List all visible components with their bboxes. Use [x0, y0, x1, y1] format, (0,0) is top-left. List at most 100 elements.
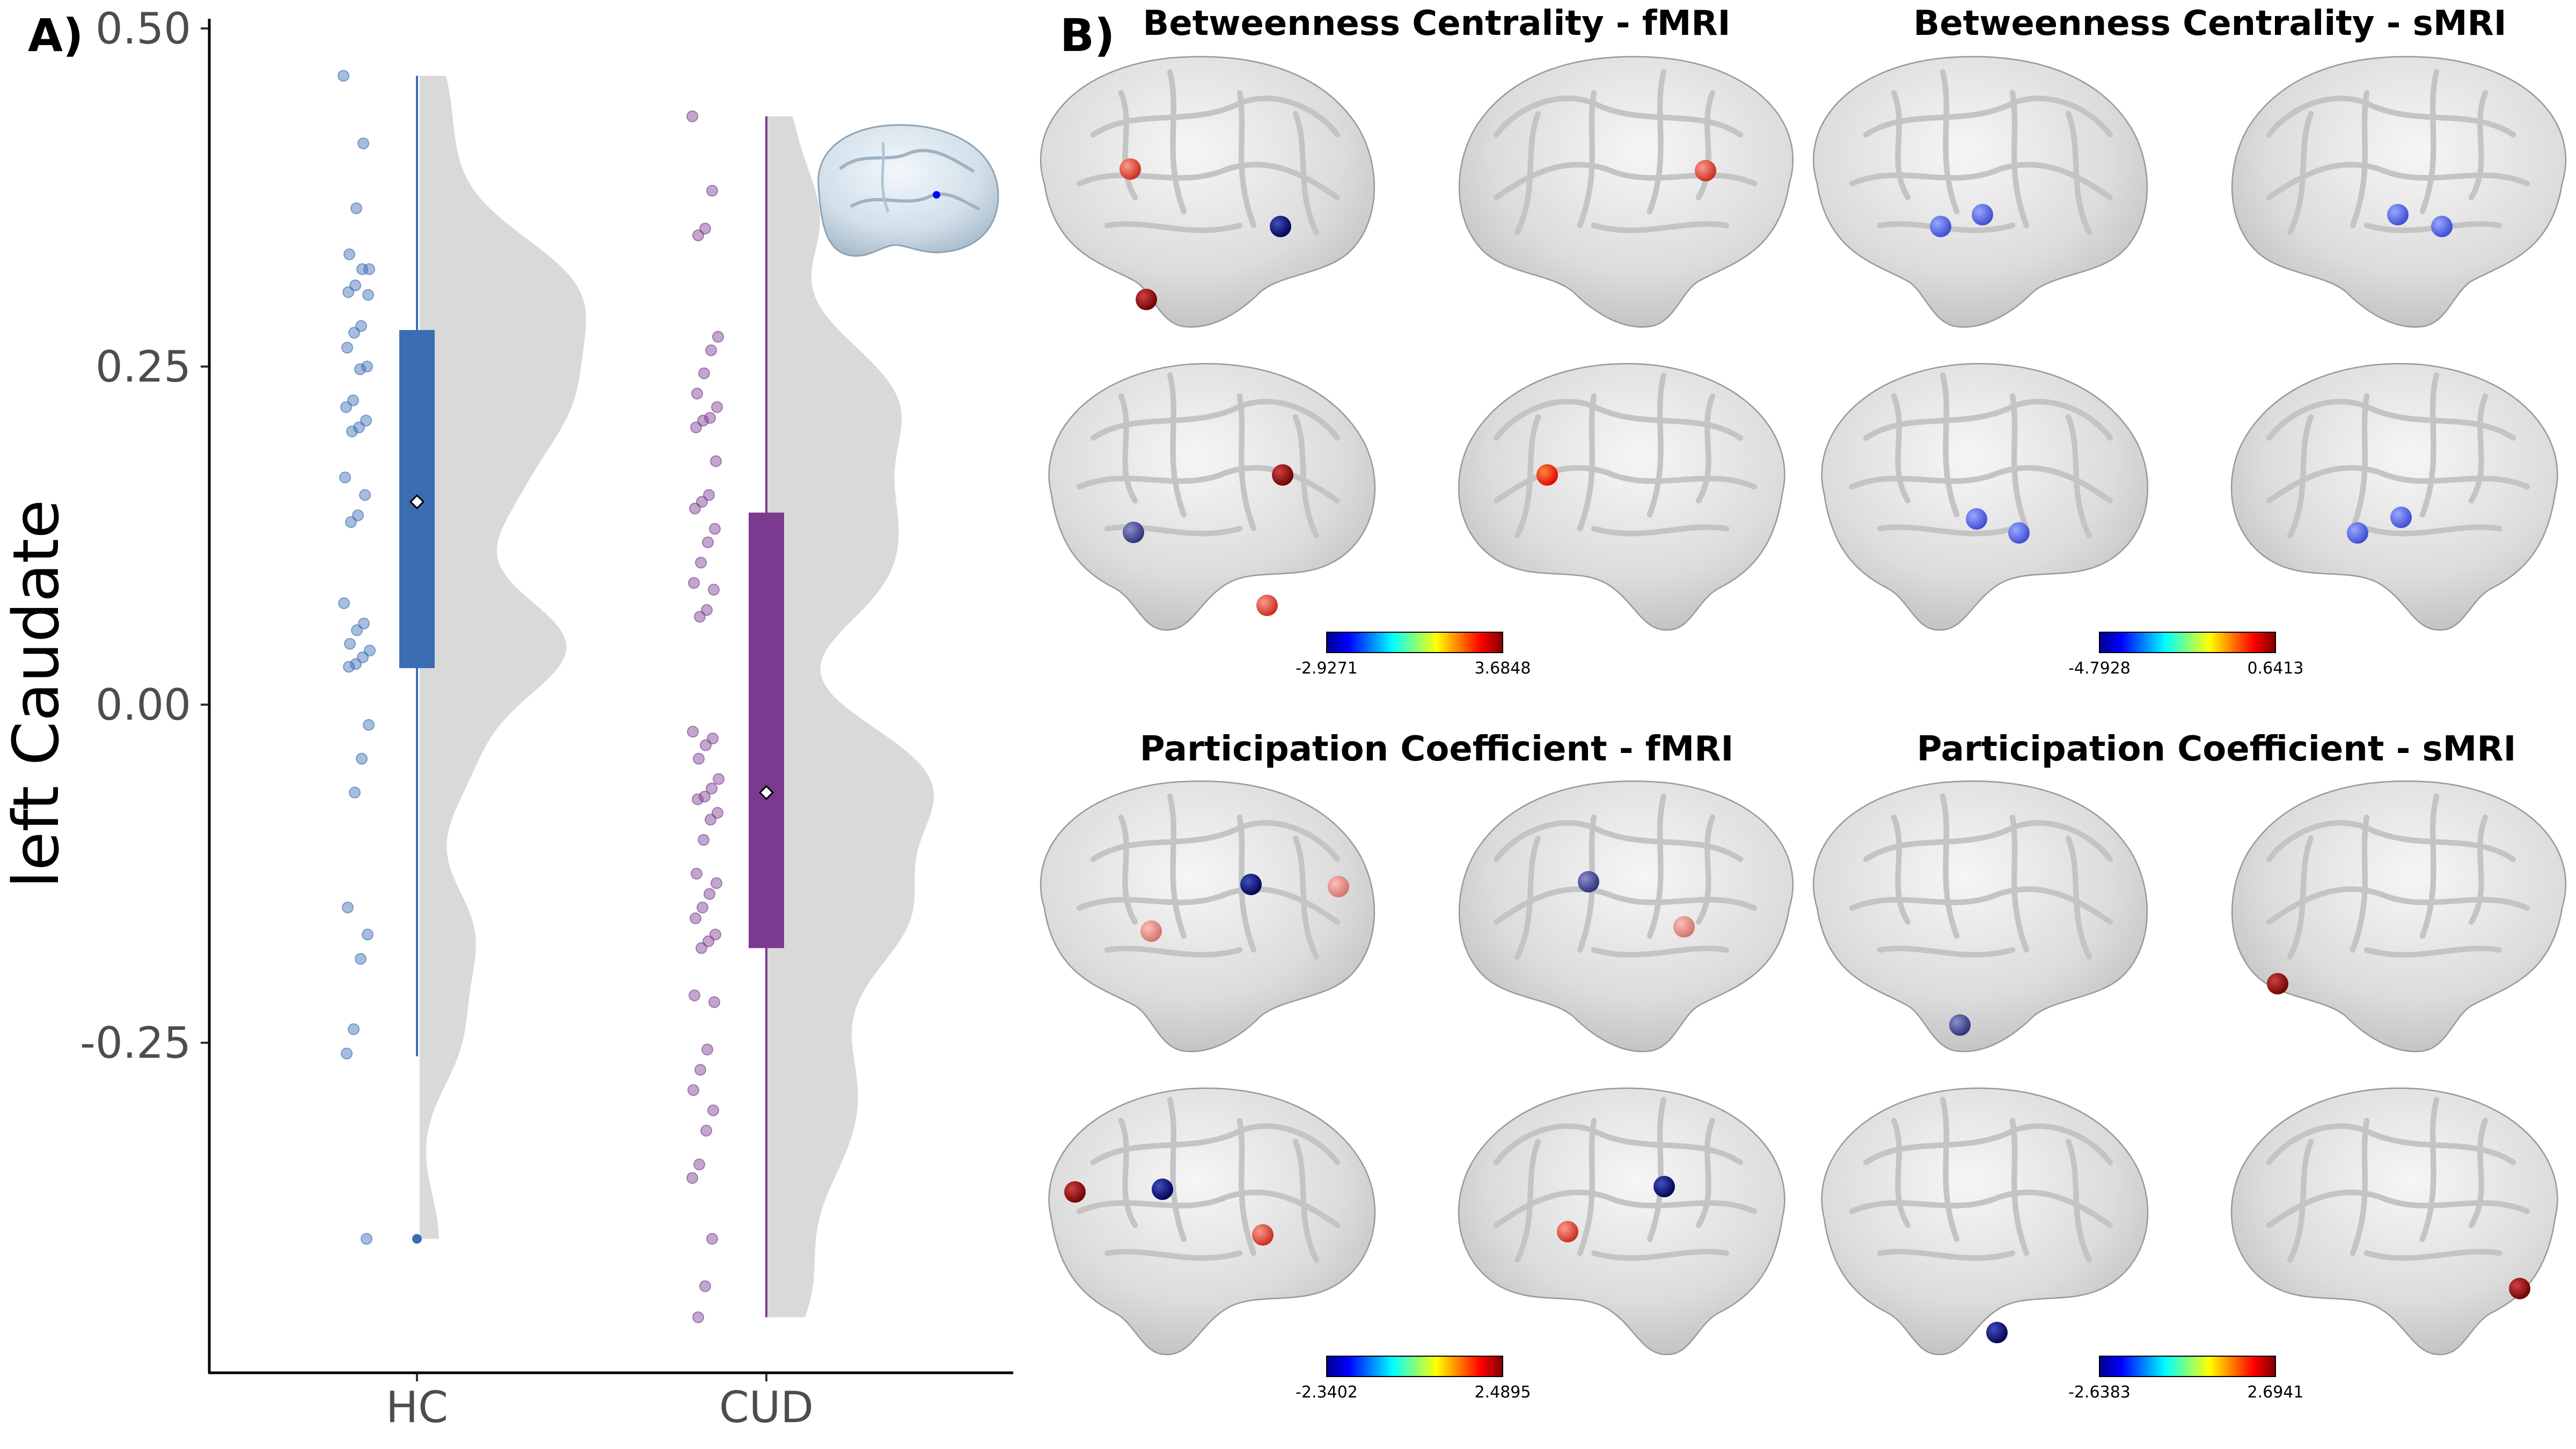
y-axis-title: left Caudate [0, 500, 73, 888]
brain-view [1040, 780, 1375, 1052]
roi-node [1064, 1181, 1086, 1203]
brain-sulcus [1591, 1249, 1730, 1261]
data-point [694, 1064, 706, 1076]
brain-sulcus [2419, 372, 2440, 518]
boxplots [399, 76, 784, 1318]
brain-sulcus [2266, 399, 2516, 441]
brain-sulcus [1863, 1123, 2113, 1166]
brain-sulcus [2065, 414, 2092, 539]
violins [420, 76, 934, 1318]
data-point [703, 489, 715, 501]
y-tick-label: -0.25 [80, 1018, 191, 1068]
data-point [355, 320, 367, 332]
data-point [338, 70, 349, 82]
brain-view [2230, 1087, 2558, 1356]
data-point [348, 1023, 360, 1035]
colorbar-gradient [2099, 632, 2276, 653]
data-point [352, 509, 364, 522]
mean-marker [409, 494, 425, 510]
data-point [357, 651, 369, 663]
brain-sulcus [1167, 793, 1187, 939]
brain-sulcus [1118, 1117, 1138, 1228]
box-cud [749, 513, 784, 948]
brain-surface [1821, 363, 2149, 631]
data-point [345, 516, 357, 528]
colorbar-max: 2.4895 [1475, 1383, 1531, 1402]
brain-inset [817, 124, 999, 257]
brain-sulcus [1577, 1117, 1597, 1256]
brain-sulcus [1493, 399, 1744, 441]
brain-renderings [1040, 56, 2567, 1356]
brain-surface [1048, 1087, 1376, 1356]
brain-sulcus [1646, 793, 1667, 939]
brain-sulcus [1591, 221, 1730, 233]
brain-sulcus [2350, 1117, 2370, 1256]
roi-node [1328, 876, 1349, 897]
brain-sulcus [1877, 946, 2016, 958]
colorbar-gradient [1326, 1356, 1503, 1377]
colorbar-bc-smri: -4.7928 0.6413 [2068, 632, 2303, 678]
roi-node [1272, 464, 1293, 486]
data-point [347, 394, 359, 406]
data-point [705, 344, 717, 356]
brain-sulcus [1891, 1117, 1911, 1228]
roi-node [1673, 916, 1695, 938]
data-point [706, 185, 718, 197]
data-point [692, 229, 704, 241]
brain-sulcus [2266, 820, 2516, 862]
roi-node [1557, 1221, 1578, 1242]
roi-node [2008, 522, 2030, 544]
data-point [687, 1084, 699, 1096]
roi-node [2509, 1278, 2530, 1299]
brain-sulcus [1236, 393, 1257, 532]
map-title-bc-smri: Betweenness Centrality - sMRI [1913, 4, 2506, 43]
data-point [704, 412, 716, 424]
brain-view [2231, 56, 2567, 328]
roi-node [2431, 216, 2453, 237]
data-point [700, 739, 712, 751]
data-point [708, 996, 720, 1008]
brain-sulcus [1577, 90, 1597, 229]
brain-surface [1048, 363, 1376, 631]
brain-sulcus [1695, 814, 1716, 925]
brain-sulcus [1104, 1249, 1243, 1261]
brain-sulcus [2009, 1117, 2030, 1256]
data-point [340, 401, 352, 413]
brain-view [1458, 780, 1794, 1052]
brain-sulcus [2419, 793, 2440, 939]
brain-view [2230, 363, 2558, 631]
brain-sulcus [1514, 1138, 1541, 1263]
data-point [702, 935, 714, 947]
roi-node [1152, 1179, 1173, 1200]
brain-view [1048, 363, 1376, 631]
data-points [338, 70, 724, 1323]
brain-sulcus [1514, 111, 1541, 236]
data-point [356, 263, 368, 275]
data-point [359, 489, 371, 501]
map-title-pc-fmri: Participation Coefficient - fMRI [1140, 729, 1734, 769]
brain-sulcus [1236, 1117, 1257, 1256]
data-point [711, 401, 723, 413]
roi-node [1119, 158, 1141, 180]
y-ticks: 0.500.250.00-0.25 [80, 4, 209, 1068]
data-point [692, 1311, 704, 1323]
data-point [701, 1043, 713, 1056]
brain-sulcus [2009, 90, 2030, 229]
map-title-pc-smri: Participation Coefficient - sMRI [1917, 729, 2516, 769]
brain-sulcus [1591, 946, 1730, 958]
brain-sulcus [1090, 1123, 1341, 1166]
brain-view [2231, 780, 2567, 1052]
data-point [707, 733, 719, 744]
data-point [362, 928, 374, 941]
colorbar-max: 0.6413 [2248, 659, 2304, 678]
brain-sulcus [2266, 1123, 2516, 1166]
roi-node [1123, 522, 1144, 543]
brain-sulcus [2363, 524, 2502, 537]
data-point [691, 868, 702, 880]
brain-sulcus [2363, 1249, 2502, 1261]
brain-sulcus [1236, 90, 1257, 229]
outlier-point [412, 1234, 422, 1244]
brain-sulcus [1646, 372, 1667, 518]
brain-sulcus [1118, 393, 1138, 504]
